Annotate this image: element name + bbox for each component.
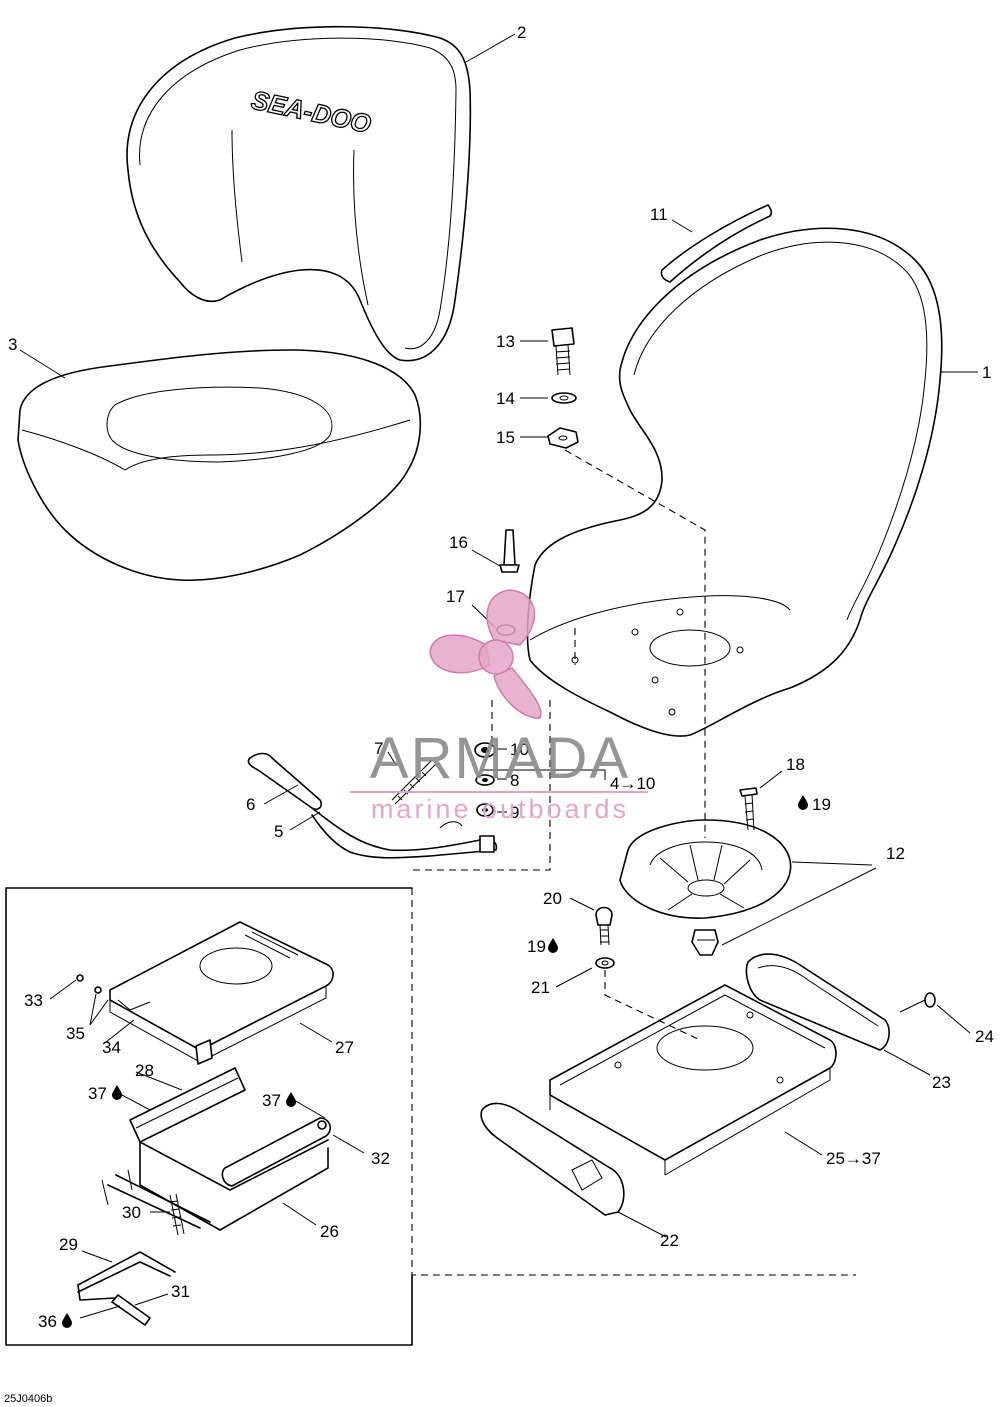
callout-17: 17 (446, 587, 465, 606)
callout-32: 32 (371, 1149, 390, 1168)
leader-lines (19, 33, 978, 1319)
armada-watermark: ARMADA marine outboards (350, 589, 648, 824)
nut-33-washer-35 (76, 974, 102, 994)
watermark-tagline: marine outboards (371, 794, 629, 824)
propeller-logo-icon (429, 589, 542, 719)
callout-7: 7 (374, 739, 383, 758)
callout-14: 14 (496, 389, 515, 408)
callout-4-10: 4→10 (610, 774, 655, 793)
callout-28: 28 (135, 1061, 154, 1080)
callout-15: 15 (496, 428, 515, 447)
slide-rail-left (480, 1102, 625, 1216)
callout-5: 5 (274, 822, 283, 841)
callout-labels: 1 2 3 4→10 5 6 7 8 9 10 11 12 13 14 15 1… (8, 23, 994, 1331)
seat-shell-part (526, 227, 943, 737)
callout-26: 26 (320, 1222, 339, 1241)
seat-cushion-cover-part (17, 349, 422, 582)
backrest-brand-logo: SEA-DOO (249, 85, 374, 140)
backrest-cover-part: SEA-DOO (126, 25, 472, 362)
callout-2: 2 (517, 23, 526, 42)
detail-inset-frame (5, 887, 413, 1346)
callout-31: 31 (171, 1282, 190, 1301)
callout-19b: 19 (527, 937, 546, 956)
screw-24 (899, 992, 936, 1013)
callout-8: 8 (510, 771, 519, 790)
slide-rail-right (745, 953, 890, 1051)
callout-1: 1 (982, 363, 991, 382)
callout-20: 20 (543, 889, 562, 908)
callout-13: 13 (496, 332, 515, 351)
adhesive-drop-icon (62, 1313, 72, 1328)
callout-36: 36 (38, 1312, 57, 1331)
callout-33: 33 (24, 991, 43, 1010)
callout-34: 34 (102, 1038, 121, 1057)
seat-base-frame (549, 984, 837, 1176)
adhesive-drop-icon (548, 938, 558, 953)
callout-19a: 19 (812, 795, 831, 814)
callout-16: 16 (449, 533, 468, 552)
callout-37b: 37 (262, 1091, 281, 1110)
callout-29: 29 (59, 1235, 78, 1254)
nut-washer-set (474, 742, 496, 817)
callout-35: 35 (66, 1024, 85, 1043)
watermark-name: ARMADA (370, 726, 630, 791)
bracket-27 (109, 921, 334, 1065)
callout-10: 10 (510, 740, 529, 759)
callout-9: 9 (510, 803, 519, 822)
adhesive-drop-icon (112, 1085, 122, 1100)
screw-18 (739, 787, 758, 831)
callout-37a: 37 (88, 1084, 107, 1103)
adhesive-drop-icon (286, 1092, 296, 1107)
slide-assembly-26-28 (129, 1067, 332, 1231)
callout-22: 22 (660, 1231, 679, 1250)
callout-24: 24 (975, 1027, 994, 1046)
callout-30: 30 (122, 1203, 141, 1222)
adhesive-drop-icon (798, 795, 808, 810)
figure-code: 25J0406b (4, 1393, 52, 1405)
release-lever-assembly (247, 752, 498, 859)
callout-25-37: 25→37 (826, 1149, 881, 1168)
callout-3: 3 (8, 335, 17, 354)
bolt-washer-nut-stack (547, 327, 579, 449)
rod-29-handle-31 (77, 1169, 211, 1326)
callout-6: 6 (246, 795, 255, 814)
callout-18: 18 (786, 755, 805, 774)
callout-21: 21 (531, 978, 550, 997)
swivel-base-part (619, 819, 792, 956)
callout-11: 11 (650, 205, 668, 224)
grommet-strip-part (660, 204, 773, 283)
callout-12: 12 (886, 844, 905, 863)
callout-23: 23 (932, 1073, 951, 1092)
callout-27: 27 (335, 1038, 354, 1057)
bolt-20-washer-21 (595, 906, 615, 969)
